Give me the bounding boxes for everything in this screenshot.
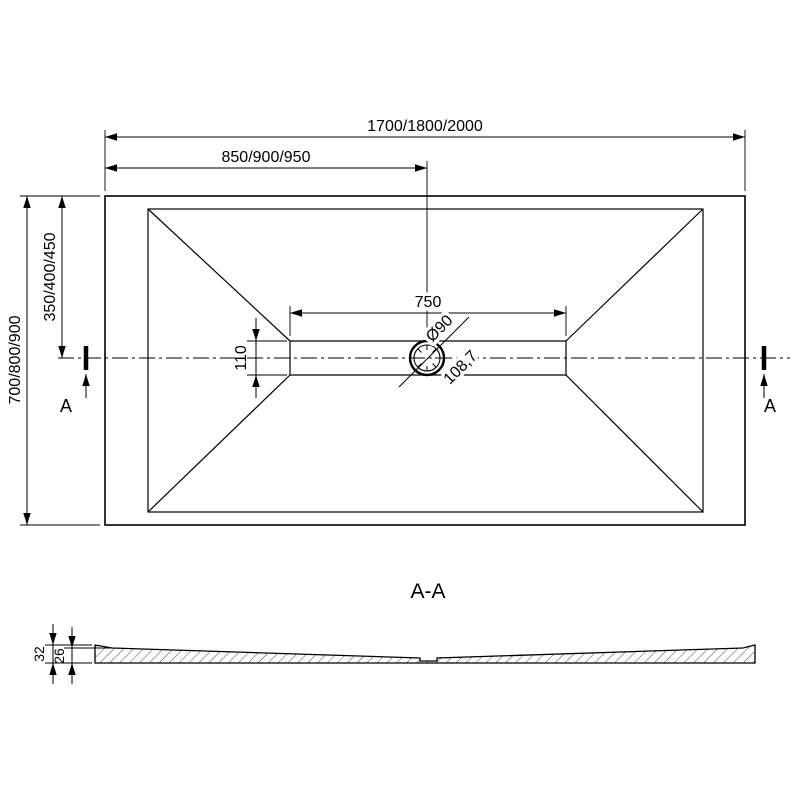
dimension-overall-width: [104, 130, 746, 191]
dimension-drain-offset-width: [105, 161, 428, 341]
dim-overall-width-label: 1700/1800/2000: [367, 118, 483, 135]
section-view: A-A 32 26: [31, 580, 756, 684]
slope-edge-top-right: [565, 208, 704, 342]
section-cut-marks: [82, 346, 768, 398]
dimension-channel-length: [289, 306, 567, 336]
section-marker-a-right-label: A: [764, 396, 776, 416]
outer-rim-rect: [104, 195, 746, 526]
dim-channel-width-label: 110: [233, 345, 250, 371]
top-view: A A 1700/1800/2000 850/900/950 700/800: [7, 118, 790, 526]
slope-edge-top-left: [147, 208, 291, 342]
dimension-base-height: [64, 627, 112, 684]
dim-drain-offset-width-label: 850/900/950: [222, 149, 311, 166]
drain-diagonal-label: 108,7: [441, 348, 481, 388]
dim-channel-length-label: 750: [415, 294, 442, 311]
section-marker-a-left-label: A: [60, 396, 72, 416]
section-edge-height-label: 32: [31, 646, 47, 662]
section-title: A-A: [410, 580, 445, 603]
drain-leader-line: [398, 316, 470, 388]
dim-drain-offset-depth-label: 350/400/450: [42, 232, 59, 321]
slope-edge-bottom-right: [565, 374, 704, 513]
section-base-height-label: 26: [51, 648, 67, 664]
dim-overall-depth-label: 700/800/900: [7, 315, 24, 404]
section-profile: [94, 644, 756, 664]
dimension-channel-width: [247, 318, 287, 398]
inner-rim-rect: [147, 208, 704, 513]
slope-edges: [147, 208, 704, 513]
slope-edge-bottom-left: [147, 374, 291, 513]
